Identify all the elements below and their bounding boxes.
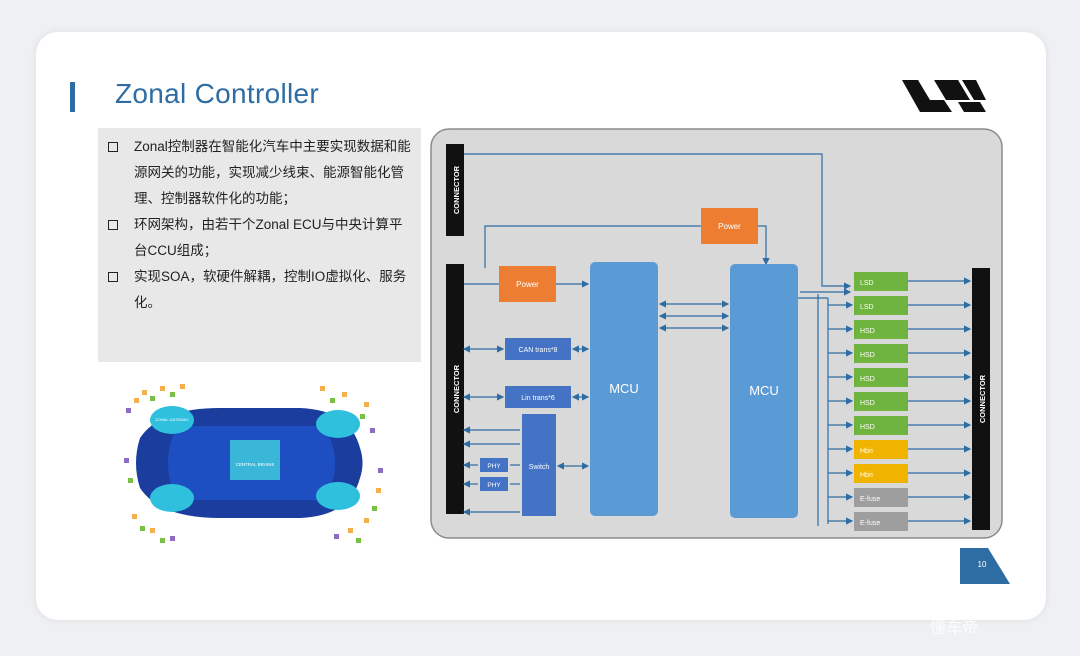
svg-text:Switch: Switch: [529, 464, 550, 471]
square-bullet-icon: [108, 142, 118, 152]
svg-text:E-fuse: E-fuse: [860, 496, 880, 503]
phy-block: [480, 458, 508, 472]
mcu-block-right: [730, 264, 798, 518]
svg-text:LSD: LSD: [860, 280, 874, 287]
connector-top-left: [446, 144, 464, 236]
title-accent-bar: [70, 82, 75, 112]
output-driver: [854, 464, 908, 483]
output-driver-column: LSD LSD HSD HSD HSD HSD HSD Hbri Hbri E-…: [854, 272, 908, 531]
diagram-background: [430, 128, 1003, 539]
power-block-left: [499, 266, 556, 302]
svg-text:HSD: HSD: [860, 424, 875, 431]
phy-block: [480, 477, 508, 491]
svg-text:Hbri: Hbri: [860, 472, 873, 479]
can-transceiver-block: [505, 338, 571, 360]
brand-logo-icon: [902, 80, 986, 112]
output-driver: [854, 440, 908, 459]
output-driver: [854, 416, 908, 435]
svg-text:MCU: MCU: [609, 381, 639, 396]
output-driver: [854, 488, 908, 507]
output-driver: [854, 344, 908, 363]
square-bullet-icon: [108, 220, 118, 230]
square-bullet-icon: [108, 272, 118, 282]
output-driver: [854, 392, 908, 411]
svg-text:HSD: HSD: [860, 352, 875, 359]
bullet-item: Zonal控制器在智能化汽车中主要实现数据和能源网关的功能，实现减少线束、能源智…: [108, 134, 413, 212]
output-driver: [854, 512, 908, 531]
svg-text:CONNECTOR: CONNECTOR: [452, 364, 461, 413]
svg-text:HSD: HSD: [860, 328, 875, 335]
zonal-gateway-nodes: ZONAL GATEWAY: [150, 406, 360, 512]
power-block-top: [701, 208, 758, 244]
svg-text:Power: Power: [516, 280, 539, 289]
svg-text:HSD: HSD: [860, 376, 875, 383]
svg-text:ZONAL GATEWAY: ZONAL GATEWAY: [155, 417, 189, 422]
svg-text:CENTRAL BRAINS: CENTRAL BRAINS: [236, 462, 275, 467]
output-driver: [854, 320, 908, 339]
svg-text:MCU: MCU: [749, 383, 779, 398]
svg-text:HSD: HSD: [860, 400, 875, 407]
svg-text:PHY: PHY: [487, 463, 501, 470]
bullet-box: Zonal控制器在智能化汽车中主要实现数据和能源网关的功能，实现减少线束、能源智…: [98, 128, 421, 362]
svg-text:Hbri: Hbri: [860, 448, 873, 455]
connector-bottom-left: [446, 264, 464, 514]
output-driver: [854, 296, 908, 315]
svg-text:Power: Power: [718, 222, 741, 231]
output-driver: [854, 368, 908, 387]
svg-text:CONNECTOR: CONNECTOR: [452, 165, 461, 214]
page-number-badge: 10: [960, 548, 1010, 584]
svg-text:CONNECTOR: CONNECTOR: [978, 374, 987, 423]
lin-transceiver-block: [505, 386, 571, 408]
car-zonal-illustration: CENTRAL BRAINS ZONAL GATEWAY: [124, 384, 383, 543]
central-brain-box: [230, 440, 280, 480]
output-driver: [854, 272, 908, 291]
mcu-block-left: [590, 262, 658, 516]
connector-right: [972, 268, 990, 530]
svg-text:E-fuse: E-fuse: [860, 520, 880, 527]
page-title: Zonal Controller: [115, 78, 319, 109]
bullet-item: 实现SOA，软硬件解耦，控制IO虚拟化、服务化。: [108, 264, 413, 316]
svg-text:10: 10: [978, 560, 987, 569]
bullet-item: 环网架构，由若干个Zonal ECU与中央计算平台CCU组成；: [108, 212, 413, 264]
ethernet-switch-block: [522, 414, 556, 516]
svg-text:LSD: LSD: [860, 304, 874, 311]
zonal-block-diagram: CONNECTOR CONNECTOR CONNECTOR Power Powe…: [430, 128, 1003, 539]
watermark: 懂车帝: [930, 620, 979, 637]
svg-text:CAN trans*8: CAN trans*8: [519, 347, 558, 354]
svg-text:PHY: PHY: [487, 482, 501, 489]
svg-text:Lin trans*6: Lin trans*6: [521, 395, 555, 402]
